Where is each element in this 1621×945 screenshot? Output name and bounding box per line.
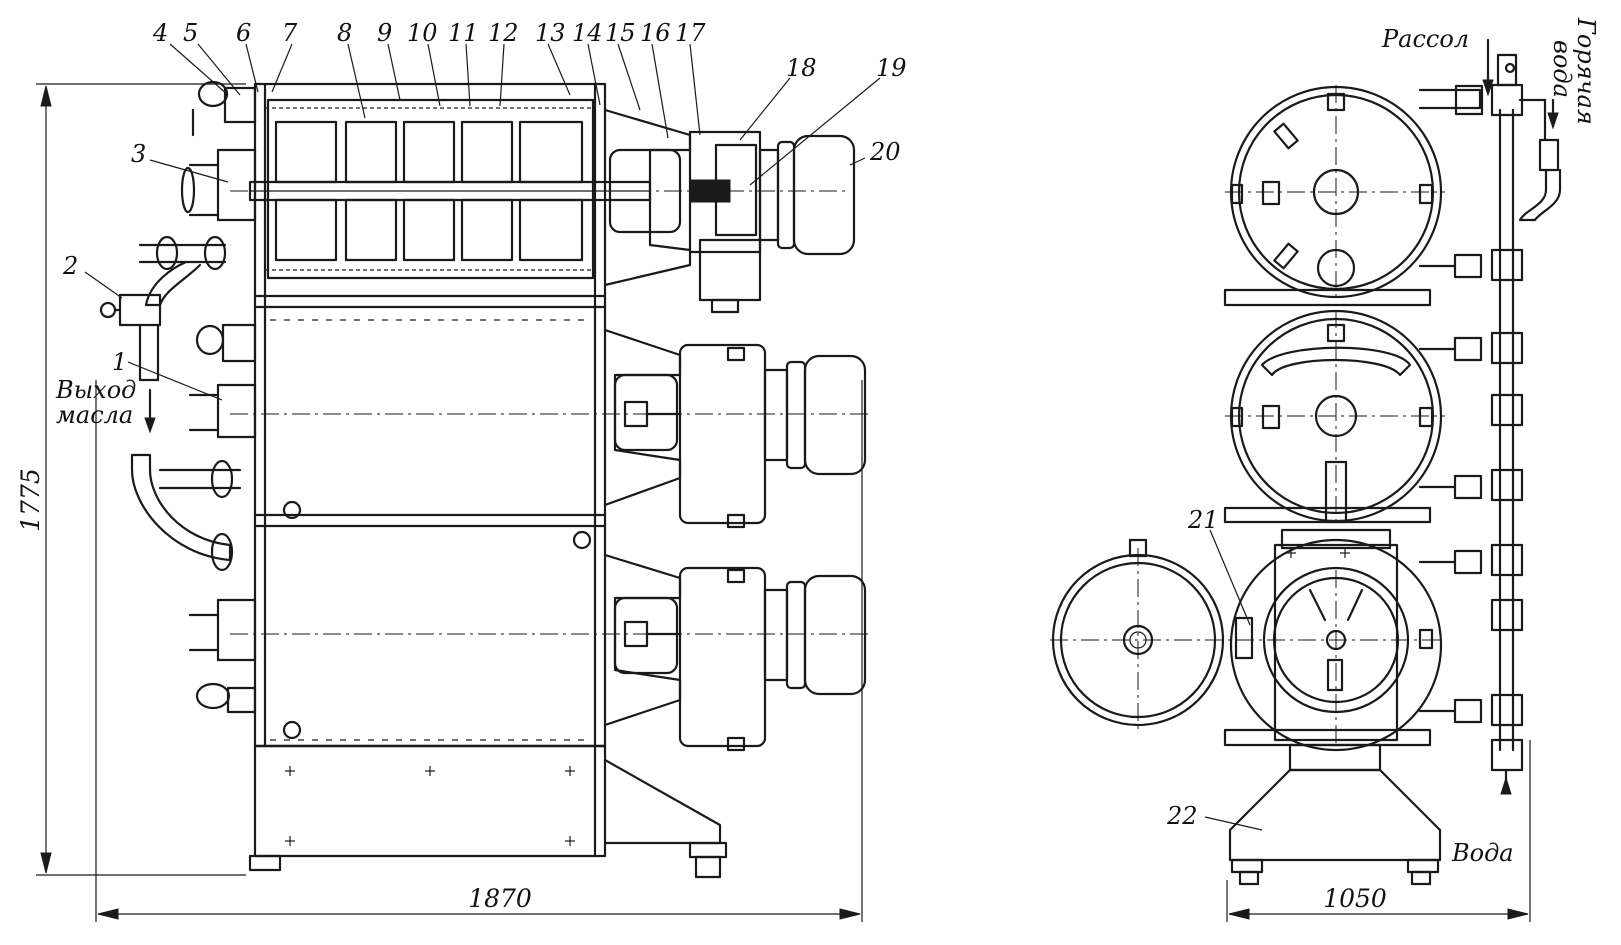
part-label-5: 5 bbox=[183, 19, 198, 47]
open-lid bbox=[1051, 538, 1225, 730]
manifold-piping bbox=[1418, 38, 1562, 795]
dimension-width-right: 1050 bbox=[1226, 740, 1531, 922]
dimension-width-left-label: 1870 bbox=[468, 884, 532, 913]
cylinder-middle-end bbox=[1225, 309, 1445, 524]
part-label-1: 1 bbox=[112, 348, 127, 376]
part-label-7: 7 bbox=[282, 19, 298, 47]
part-labels-end: 21 22 Рассол Горячая вода Вода bbox=[1166, 17, 1600, 867]
part-label-10: 10 bbox=[407, 19, 438, 47]
part-label-18: 18 bbox=[786, 54, 817, 82]
cylinder-bottom-end bbox=[1050, 538, 1445, 752]
part-label-11: 11 bbox=[448, 19, 479, 47]
end-view: 1050 bbox=[1050, 17, 1600, 922]
part-label-12: 12 bbox=[488, 19, 519, 47]
base-stand bbox=[248, 744, 728, 879]
part-label-15: 15 bbox=[605, 19, 636, 47]
oil-outlet-caption-1: Выход bbox=[55, 376, 136, 404]
housing-body bbox=[248, 82, 652, 748]
pedestal bbox=[1228, 743, 1442, 886]
part-label-4: 4 bbox=[152, 19, 168, 47]
dimension-height: 1775 bbox=[16, 83, 246, 876]
part-label-22: 22 bbox=[1166, 802, 1198, 830]
part-label-16: 16 bbox=[640, 19, 671, 47]
part-label-14: 14 bbox=[572, 19, 603, 47]
oil-outlet-caption-2: масла bbox=[56, 401, 133, 429]
part-label-9: 9 bbox=[377, 19, 392, 47]
leaders-side bbox=[84, 43, 881, 401]
part-label-8: 8 bbox=[337, 19, 352, 47]
part-label-3: 3 bbox=[131, 140, 146, 168]
part-label-13: 13 bbox=[535, 19, 566, 47]
drive-unit-top bbox=[603, 108, 856, 314]
cylinder-top-end bbox=[1225, 85, 1445, 300]
part-label-17: 17 bbox=[675, 19, 706, 47]
lug-brackets bbox=[1223, 288, 1432, 747]
water-caption: Вода bbox=[1451, 839, 1514, 867]
drive-unit-bottom bbox=[603, 553, 867, 752]
dimension-width-right-label: 1050 bbox=[1323, 884, 1387, 913]
hot-water-caption-2: вода bbox=[1548, 40, 1576, 98]
part-label-21: 21 bbox=[1187, 506, 1219, 534]
part-label-20: 20 bbox=[869, 138, 901, 166]
part-labels-side: 4 5 6 7 8 9 10 11 12 13 14 15 16 17 18 1… bbox=[55, 19, 907, 429]
brine-caption: Рассол bbox=[1381, 25, 1469, 53]
drive-unit-middle bbox=[603, 328, 867, 529]
part-label-2: 2 bbox=[62, 252, 78, 280]
part-label-6: 6 bbox=[236, 19, 251, 47]
side-view: 1775 1870 bbox=[16, 19, 907, 922]
part-label-19: 19 bbox=[876, 54, 907, 82]
dimension-height-label: 1775 bbox=[16, 468, 45, 532]
hot-water-caption-1: Горячая bbox=[1572, 17, 1600, 125]
